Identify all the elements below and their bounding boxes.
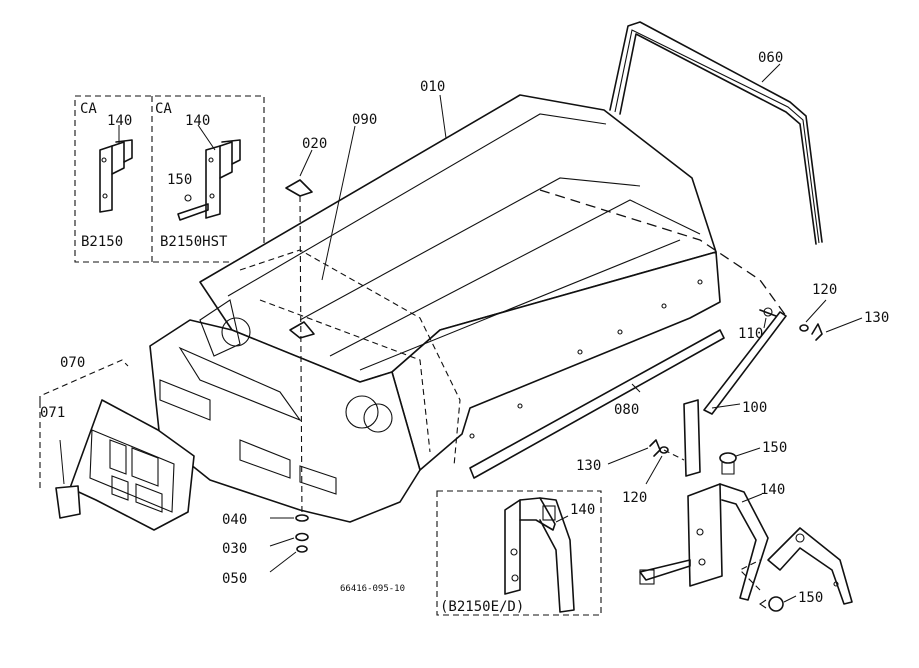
inset-box-ca bbox=[74, 95, 265, 263]
label-ca-right: CA bbox=[155, 101, 172, 117]
inset-box-b2150ed bbox=[436, 490, 602, 616]
label-030: 030 bbox=[222, 541, 247, 557]
label-150-upper: 150 bbox=[762, 440, 787, 456]
clip-upper bbox=[799, 299, 863, 341]
label-050: 050 bbox=[222, 571, 247, 587]
label-070: 070 bbox=[60, 355, 85, 371]
bolt-150-lower bbox=[759, 595, 797, 612]
label-080: 080 bbox=[614, 402, 639, 418]
rod-path-dashed bbox=[539, 189, 787, 317]
bolt-150-upper bbox=[719, 447, 761, 475]
label-b2150ed: (B2150E/D) bbox=[440, 599, 524, 615]
emblem-020 bbox=[285, 125, 356, 521]
label-130-lower: 130 bbox=[576, 458, 601, 474]
rod-100 bbox=[683, 307, 787, 477]
cap-071 bbox=[55, 439, 81, 519]
label-b2150: B2150 bbox=[81, 234, 123, 250]
label-120-lower: 120 bbox=[622, 490, 647, 506]
label-140-right: 140 bbox=[760, 482, 785, 498]
label-010: 010 bbox=[420, 79, 445, 95]
label-150-lower: 150 bbox=[798, 590, 823, 606]
label-020: 020 bbox=[302, 136, 327, 152]
weatherstrip-060 bbox=[609, 21, 823, 245]
label-100: 100 bbox=[742, 400, 767, 416]
bracket-curved bbox=[739, 527, 853, 605]
washers bbox=[269, 514, 309, 573]
label-ca-left: CA bbox=[80, 101, 97, 117]
label-130-upper: 130 bbox=[864, 310, 889, 326]
rod-path-dashed-2 bbox=[663, 449, 685, 461]
label-040: 040 bbox=[222, 512, 247, 528]
label-120-upper: 120 bbox=[812, 282, 837, 298]
label-071: 071 bbox=[40, 405, 65, 421]
label-150-inset: 150 bbox=[167, 172, 192, 188]
label-140-bottom-inset: 140 bbox=[570, 502, 595, 518]
label-b2150hst: B2150HST bbox=[160, 234, 228, 250]
drawing-number: 66416-095-10 bbox=[340, 584, 405, 594]
hinge-bracket-140 bbox=[639, 483, 769, 601]
label-110: 110 bbox=[738, 326, 763, 342]
bonnet-010 bbox=[149, 94, 721, 523]
label-090: 090 bbox=[352, 112, 377, 128]
bracket-b2150hst bbox=[177, 124, 241, 221]
label-140-inset-left: 140 bbox=[107, 113, 132, 129]
label-140-inset-right: 140 bbox=[185, 113, 210, 129]
clip-lower bbox=[607, 439, 669, 485]
label-060: 060 bbox=[758, 50, 783, 66]
strip-080 bbox=[469, 329, 725, 479]
bracket-b2150 bbox=[99, 125, 133, 213]
